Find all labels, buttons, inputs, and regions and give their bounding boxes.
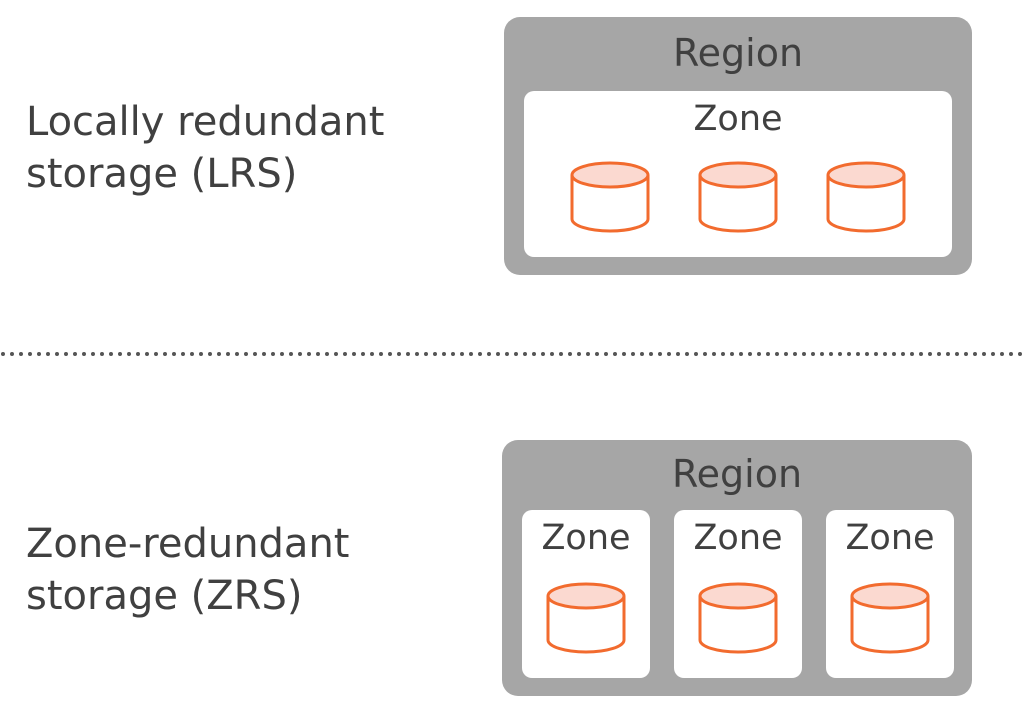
zrs-zone-title: Zone — [693, 518, 783, 558]
zrs-label-line1: Zone-redundant — [26, 521, 350, 567]
lrs-zone-box: Zone — [524, 91, 952, 257]
lrs-zone-title: Zone — [693, 99, 783, 139]
zrs-label: Zone-redundant storage (ZRS) — [26, 518, 349, 622]
zrs-region-title: Region — [671, 452, 803, 496]
lrs-label: Locally redundant storage (LRS) — [26, 96, 384, 200]
database-icon — [546, 582, 626, 654]
zrs-zone-box-2: Zone — [674, 510, 802, 678]
section-divider — [1, 352, 1025, 356]
zrs-region-box: Region Zone Zone Zone — [502, 440, 972, 696]
zrs-zone-title: Zone — [541, 518, 631, 558]
lrs-region-title: Region — [672, 31, 804, 75]
database-icon — [850, 582, 930, 654]
lrs-label-line1: Locally redundant — [26, 99, 385, 145]
lrs-region-box: Region Zone — [504, 17, 972, 275]
zrs-zone-title: Zone — [845, 518, 935, 558]
database-icon — [698, 582, 778, 654]
zrs-label-line2: storage (ZRS) — [26, 573, 303, 619]
database-icon — [826, 161, 906, 233]
zrs-zone-box-1: Zone — [522, 510, 650, 678]
lrs-label-line2: storage (LRS) — [26, 151, 298, 197]
database-icon — [570, 161, 650, 233]
database-icon — [698, 161, 778, 233]
zrs-zone-box-3: Zone — [826, 510, 954, 678]
